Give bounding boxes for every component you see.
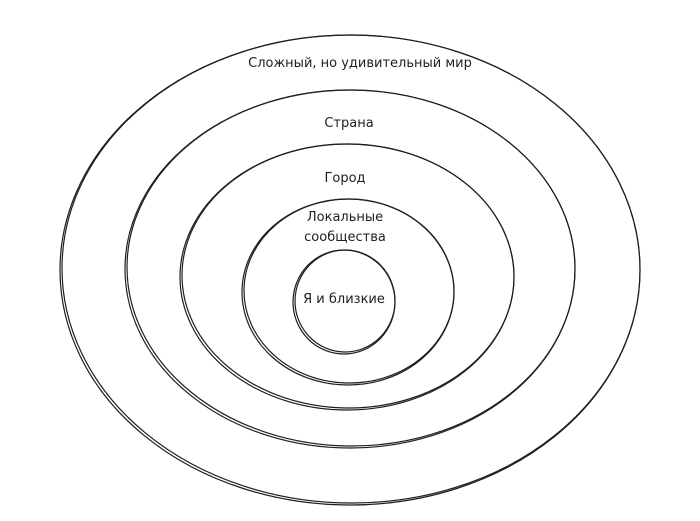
label-city: Город bbox=[324, 171, 366, 186]
label-me-and-close-ones: Я и близкие bbox=[303, 292, 385, 307]
label-local-communities-line2: сообщества bbox=[304, 230, 386, 245]
ring-me-and-close-ones bbox=[292, 249, 396, 355]
ring-world bbox=[59, 34, 641, 506]
ring-local-communities bbox=[241, 198, 455, 386]
ring-city bbox=[179, 143, 515, 411]
label-country: Страна bbox=[324, 116, 374, 131]
label-world: Сложный, но удивительный мир bbox=[248, 56, 472, 71]
ring-country bbox=[124, 89, 576, 449]
label-local-communities-line1: Локальные bbox=[306, 210, 384, 225]
